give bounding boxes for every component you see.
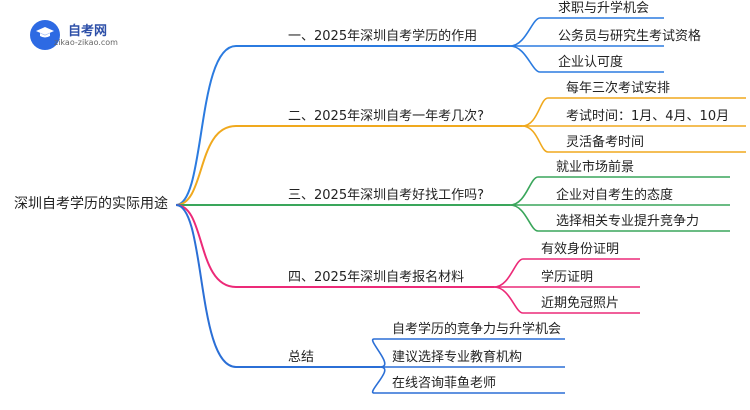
site-logo: 自考网 zikao-zikao.com	[20, 18, 140, 52]
leaf-topic: 每年三次考试安排	[566, 81, 671, 96]
logo-url: zikao-zikao.com	[54, 38, 118, 47]
branch-topic: 总结	[288, 350, 315, 365]
branch-topic: 一、2025年深圳自考学历的作用	[288, 29, 478, 44]
leaf-topic: 建议选择专业教育机构	[392, 350, 523, 365]
leaf-topic: 求职与升学机会	[558, 1, 650, 16]
leaf-topic: 就业市场前景	[556, 160, 635, 175]
leaf-connector	[371, 338, 565, 368]
leaf-connector	[521, 125, 746, 153]
leaf-topic: 灵活备考时间	[566, 135, 645, 150]
graduation-cap-icon	[36, 27, 54, 38]
leaf-topic: 考试时间：1月、4月、10月	[566, 109, 730, 124]
leaf-topic: 自考学历的竞争力与升学机会	[392, 322, 562, 337]
branch-connector	[175, 204, 280, 288]
leaf-topic: 选择相关专业提升竞争力	[556, 214, 700, 229]
leaf-topic: 公务员与研究生考试资格	[558, 29, 702, 44]
leaf-topic: 企业认可度	[558, 55, 624, 70]
branch-connector	[175, 45, 280, 206]
branch-connector	[175, 204, 280, 368]
branch-topic: 二、2025年深圳自考一年考几次?	[288, 109, 484, 124]
leaf-topic: 学历证明	[541, 270, 594, 285]
leaf-connector	[509, 204, 730, 232]
leaf-topic: 近期免冠照片	[541, 296, 620, 311]
leaf-connector	[371, 366, 565, 394]
leaf-topic: 有效身份证明	[541, 242, 620, 257]
leaf-connector	[493, 258, 640, 288]
root-topic: 深圳自考学历的实际用途	[14, 196, 168, 212]
leaf-connector	[509, 176, 730, 206]
leaf-topic: 在线咨询菲鱼老师	[392, 376, 497, 391]
leaf-connector	[509, 45, 664, 73]
leaf-connector	[521, 97, 746, 127]
branch-topic: 四、2025年深圳自考报名材料	[288, 270, 465, 285]
branch-topic: 三、2025年深圳自考好找工作吗?	[288, 188, 484, 203]
logo-name: 自考网	[68, 24, 108, 39]
leaf-topic: 企业对自考生的态度	[556, 188, 674, 203]
leaf-connector	[509, 17, 664, 47]
branch-connector	[175, 125, 280, 206]
leaf-connector	[493, 286, 640, 314]
